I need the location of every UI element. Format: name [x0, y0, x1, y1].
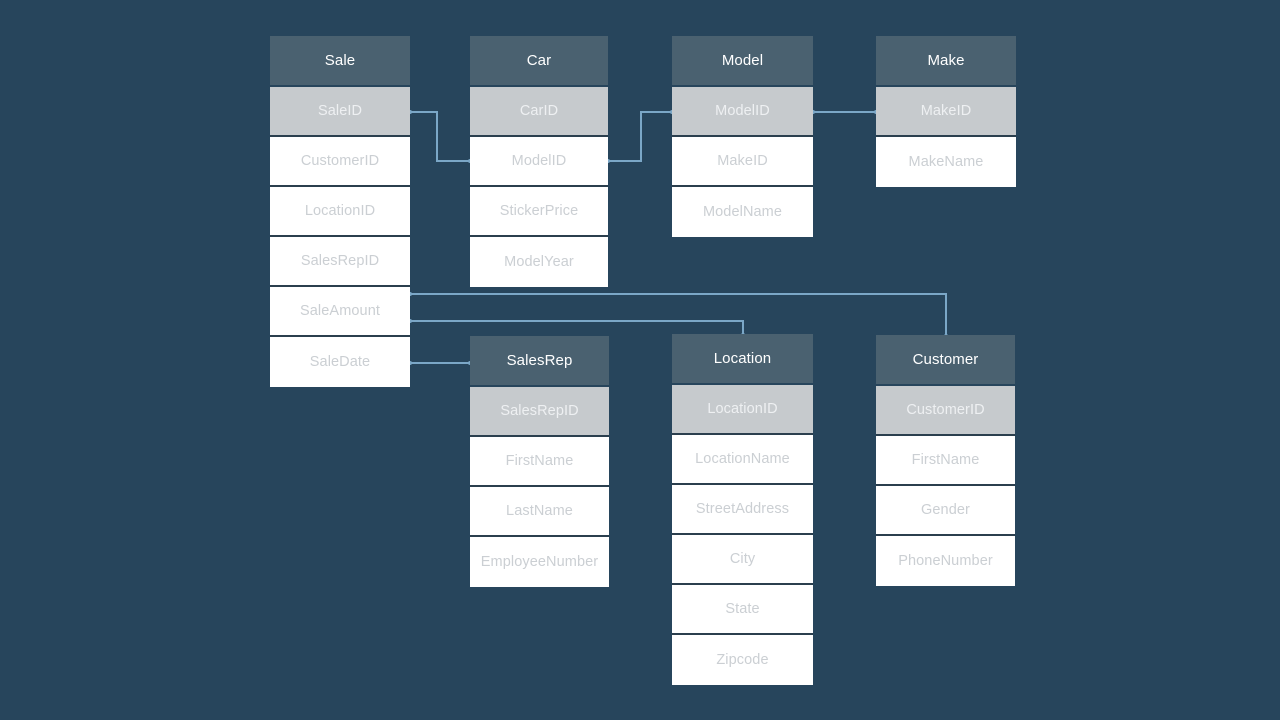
field-customer-2[interactable]: Gender [876, 486, 1015, 536]
primary-key-field-make-0[interactable]: MakeID [876, 87, 1016, 137]
field-location-5[interactable]: Zipcode [672, 635, 813, 685]
field-salesrep-2[interactable]: LastName [470, 487, 609, 537]
field-location-3[interactable]: City [672, 535, 813, 585]
field-sale-4[interactable]: SaleAmount [270, 287, 410, 337]
entity-title-model: Model [672, 36, 813, 87]
field-location-2[interactable]: StreetAddress [672, 485, 813, 535]
field-sale-5[interactable]: SaleDate [270, 337, 410, 387]
field-model-2[interactable]: ModelName [672, 187, 813, 237]
field-location-1[interactable]: LocationName [672, 435, 813, 485]
field-customer-3[interactable]: PhoneNumber [876, 536, 1015, 586]
entity-title-car: Car [470, 36, 608, 87]
field-make-1[interactable]: MakeName [876, 137, 1016, 187]
field-car-1[interactable]: ModelID [470, 137, 608, 187]
field-salesrep-3[interactable]: EmployeeNumber [470, 537, 609, 587]
primary-key-field-location-0[interactable]: LocationID [672, 385, 813, 435]
field-sale-2[interactable]: LocationID [270, 187, 410, 237]
field-car-2[interactable]: StickerPrice [470, 187, 608, 237]
primary-key-field-car-0[interactable]: CarID [470, 87, 608, 137]
field-car-3[interactable]: ModelYear [470, 237, 608, 287]
field-sale-1[interactable]: CustomerID [270, 137, 410, 187]
connector-sale-to-customer [409, 293, 947, 337]
field-customer-1[interactable]: FirstName [876, 436, 1015, 486]
primary-key-field-model-0[interactable]: ModelID [672, 87, 813, 137]
field-model-1[interactable]: MakeID [672, 137, 813, 187]
field-sale-3[interactable]: SalesRepID [270, 237, 410, 287]
primary-key-field-customer-0[interactable]: CustomerID [876, 386, 1015, 436]
connector-car-to-model [607, 111, 673, 162]
entity-title-location: Location [672, 334, 813, 385]
entity-title-sale: Sale [270, 36, 410, 87]
entity-title-salesrep: SalesRep [470, 336, 609, 387]
primary-key-field-salesrep-0[interactable]: SalesRepID [470, 387, 609, 437]
field-location-4[interactable]: State [672, 585, 813, 635]
entity-title-make: Make [876, 36, 1016, 87]
entity-title-customer: Customer [876, 335, 1015, 386]
connector-sale-to-location [409, 320, 744, 336]
field-salesrep-1[interactable]: FirstName [470, 437, 609, 487]
primary-key-field-sale-0[interactable]: SaleID [270, 87, 410, 137]
connector-sale-to-car [409, 111, 471, 162]
